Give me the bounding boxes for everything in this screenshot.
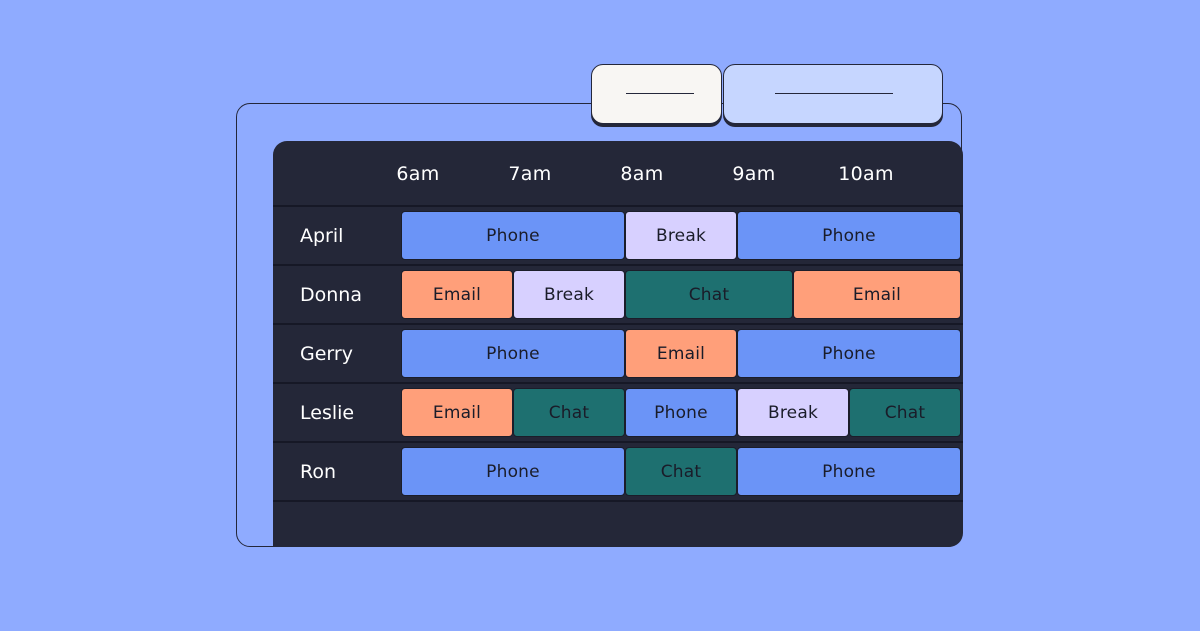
shift-block-phone[interactable]: Phone	[401, 211, 625, 260]
tab-primary[interactable]	[591, 64, 722, 124]
shift-block-email[interactable]: Email	[793, 270, 961, 319]
row-divider	[273, 264, 963, 266]
row-divider	[273, 441, 963, 443]
row-divider	[273, 382, 963, 384]
shift-block-phone[interactable]: Phone	[737, 447, 961, 496]
row-divider	[273, 205, 963, 207]
agent-name-ron: Ron	[300, 461, 337, 483]
shift-block-email[interactable]: Email	[401, 270, 513, 319]
hour-label-7am: 7am	[508, 163, 552, 185]
shift-block-chat[interactable]: Chat	[849, 388, 961, 437]
shift-block-phone[interactable]: Phone	[737, 329, 961, 378]
hour-label-6am: 6am	[396, 163, 440, 185]
shift-block-chat[interactable]: Chat	[625, 447, 737, 496]
tab-secondary[interactable]	[723, 64, 943, 124]
row-divider	[273, 500, 963, 502]
agent-name-april: April	[300, 225, 344, 247]
agent-name-leslie: Leslie	[300, 402, 355, 424]
shift-block-phone[interactable]: Phone	[401, 447, 625, 496]
shift-block-phone[interactable]: Phone	[737, 211, 961, 260]
shift-block-break[interactable]: Break	[625, 211, 737, 260]
shift-block-email[interactable]: Email	[625, 329, 737, 378]
hour-label-10am: 10am	[838, 163, 894, 185]
agent-name-gerry: Gerry	[300, 343, 353, 365]
shift-block-phone[interactable]: Phone	[625, 388, 737, 437]
agent-name-donna: Donna	[300, 284, 362, 306]
tab-placeholder-line	[626, 93, 694, 94]
shift-block-email[interactable]: Email	[401, 388, 513, 437]
shift-block-phone[interactable]: Phone	[401, 329, 625, 378]
tab-placeholder-line	[775, 93, 893, 94]
hour-label-8am: 8am	[620, 163, 664, 185]
shift-block-break[interactable]: Break	[737, 388, 849, 437]
shift-block-break[interactable]: Break	[513, 270, 625, 319]
hour-label-9am: 9am	[732, 163, 776, 185]
row-divider	[273, 323, 963, 325]
shift-block-chat[interactable]: Chat	[625, 270, 793, 319]
shift-block-chat[interactable]: Chat	[513, 388, 625, 437]
